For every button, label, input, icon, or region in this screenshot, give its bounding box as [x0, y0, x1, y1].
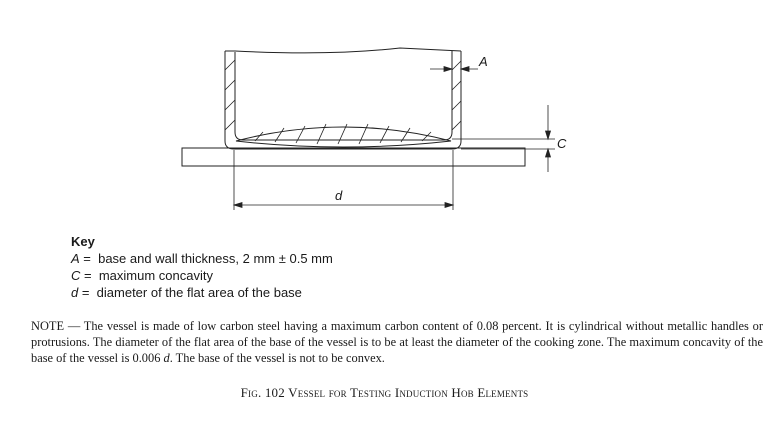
key-text: = diameter of the flat area of the base [78, 285, 302, 300]
key-symbol: C [71, 268, 81, 283]
key-text: = base and wall thickness, 2 mm ± 0.5 mm [79, 251, 333, 266]
label-d: d [335, 188, 343, 203]
dimension-d [232, 150, 455, 210]
figure-caption: Fig. 102 Vessel for Testing Induction Ho… [240, 385, 529, 400]
hob-plate [181, 147, 526, 167]
note-symbol-d: d [163, 351, 170, 365]
label-c: C [557, 136, 567, 151]
key-item-a: A = base and wall thickness, 2 mm ± 0.5 … [71, 250, 333, 267]
vessel-outer-wall [224, 51, 462, 150]
key-text: = maximum concavity [80, 268, 213, 283]
vessel-rim [225, 47, 462, 54]
key-legend: Key A = base and wall thickness, 2 mm ± … [71, 233, 333, 301]
label-a: A [478, 54, 488, 69]
left-wall-hatching [224, 59, 236, 131]
key-symbol: A [71, 251, 80, 266]
right-wall-hatching [451, 60, 462, 131]
base-hatching [254, 123, 432, 145]
note-paragraph: NOTE — The vessel is made of low carbon … [31, 318, 763, 366]
key-title: Key [71, 234, 95, 249]
vessel-diagram: A C d [181, 47, 567, 210]
note-text-2: . The base of the vessel is not to be co… [169, 351, 385, 365]
vessel-base-section [235, 126, 452, 148]
dimension-a [430, 65, 478, 73]
note-text-1: NOTE — The vessel is made of low carbon … [31, 319, 763, 365]
key-item-c: C = maximum concavity [71, 267, 333, 284]
key-symbol: d [71, 285, 79, 300]
vessel-inner-wall [234, 51, 453, 141]
dimension-c [452, 105, 555, 172]
key-item-d: d = diameter of the flat area of the bas… [71, 284, 333, 301]
